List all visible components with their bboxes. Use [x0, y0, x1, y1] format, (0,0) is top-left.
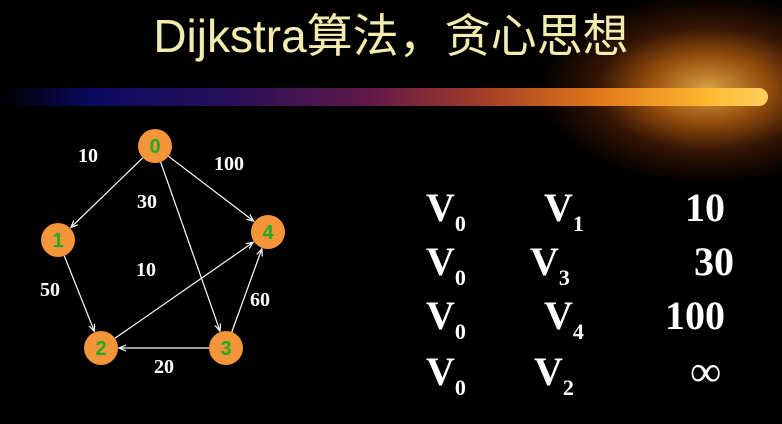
edge-0-1 — [71, 157, 144, 228]
edge-1-2 — [63, 255, 94, 331]
graph-node — [84, 331, 118, 365]
edge-weight-label: 20 — [154, 356, 174, 378]
edge-0-3 — [160, 161, 220, 331]
distance-row: V0 V1 10 — [422, 185, 752, 237]
target-vertex: V2 — [534, 349, 574, 401]
distance-value: 10 — [685, 185, 725, 230]
graph-node — [138, 129, 172, 163]
graph-node-label: 1 — [52, 230, 63, 252]
edge-weight-label: 50 — [40, 279, 60, 301]
target-vertex: V3 — [530, 239, 570, 291]
edges-layer — [63, 155, 262, 348]
source-vertex: V0 — [426, 185, 466, 237]
distance-value: 30 — [694, 239, 734, 284]
graph-node-label: 4 — [262, 222, 274, 244]
nodes-layer: 0 1 2 3 4 — [41, 129, 285, 365]
source-vertex: V0 — [426, 349, 466, 401]
gradient-bar-decoration — [0, 88, 768, 106]
slide-title: Dijkstra算法，贪心思想 — [153, 10, 629, 62]
edge-weight-label: 10 — [136, 259, 156, 281]
edge-weight-label: 100 — [214, 153, 244, 175]
source-vertex: V0 — [426, 293, 466, 345]
edge-weight-label: 60 — [250, 289, 270, 311]
edge-2-4 — [114, 242, 253, 339]
graph-node — [209, 331, 243, 365]
distance-value: ∞ — [690, 347, 722, 396]
edge-weight-label: 10 — [78, 145, 98, 167]
distance-row: V0 V4 100 — [422, 293, 752, 345]
graph-node — [41, 223, 75, 257]
graph-node-label: 3 — [220, 338, 231, 360]
distance-row: V0 V2 ∞ — [422, 347, 752, 401]
source-vertex: V0 — [426, 239, 466, 291]
edge-weight-label: 30 — [137, 191, 157, 213]
graph-node-label: 2 — [95, 338, 106, 360]
graph-node-label: 0 — [149, 136, 160, 158]
distance-value: 100 — [665, 293, 725, 338]
edge-labels-layer: 10 100 30 50 10 20 60 — [40, 145, 270, 378]
graph-node — [251, 215, 285, 249]
target-vertex: V4 — [544, 293, 584, 345]
edge-3-4 — [231, 249, 262, 333]
distance-row: V0 V3 30 — [422, 239, 752, 291]
target-vertex: V1 — [544, 185, 584, 237]
edge-0-4 — [168, 155, 254, 221]
